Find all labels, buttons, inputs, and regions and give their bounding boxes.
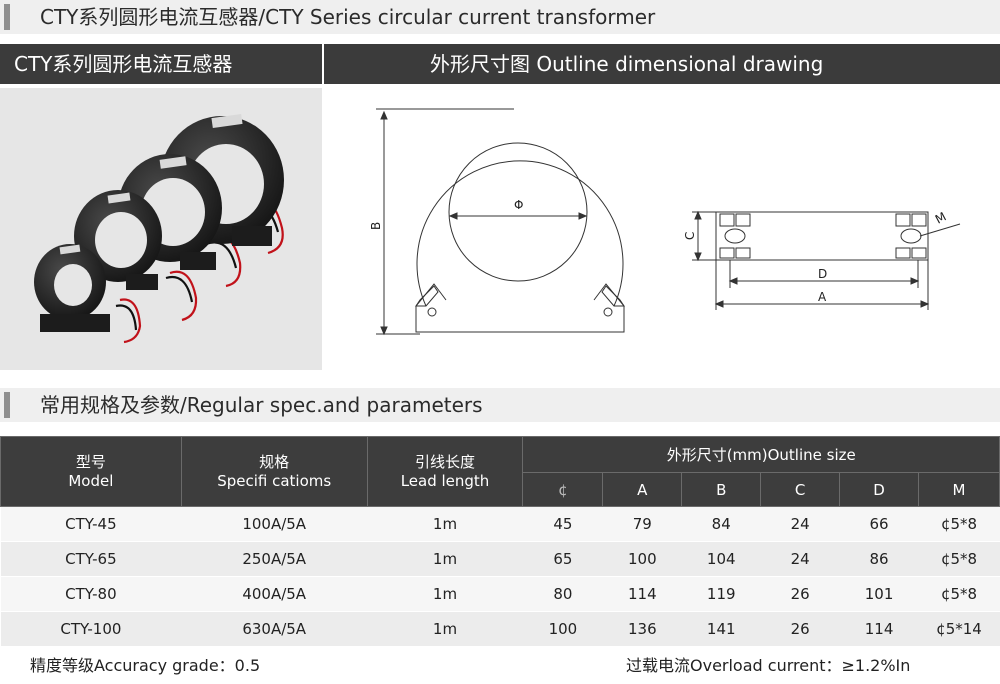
overload-current-note: 过载电流Overload current：≥1.2%In xyxy=(626,656,911,675)
cell-lead: 1m xyxy=(367,506,523,542)
cell-lead: 1m xyxy=(367,611,523,647)
cell-phi: 100 xyxy=(522,611,603,647)
cell-c: 26 xyxy=(760,611,840,647)
dimension-drawing: Φ B C D A M xyxy=(324,88,1000,370)
cell-a: 136 xyxy=(602,611,682,647)
dim-label-c: C xyxy=(683,232,697,240)
table-row: CTY-45 100A/5A 1m 45 79 84 24 66 ¢5*8 xyxy=(0,506,1000,542)
title-accent xyxy=(4,4,10,30)
inner-ring-outline xyxy=(448,142,588,282)
cell-model: CTY-65 xyxy=(0,541,182,577)
header-c: C xyxy=(760,472,841,507)
cell-m: ¢5*8 xyxy=(918,506,1000,542)
header-outline-size: 外形尺寸(mm)Outline size xyxy=(522,436,1000,473)
cell-c: 24 xyxy=(760,541,840,577)
header-model: 型号 Model xyxy=(0,436,182,507)
header-spec-en: Specifi catioms xyxy=(217,471,332,490)
table-row: CTY-80 400A/5A 1m 80 114 119 26 101 ¢5*8 xyxy=(0,576,1000,612)
header-a: A xyxy=(602,472,683,507)
header-b: B xyxy=(681,472,762,507)
header-m: M xyxy=(918,472,1000,507)
cell-b: 104 xyxy=(681,541,761,577)
cell-b: 84 xyxy=(681,506,761,542)
dim-label-a: A xyxy=(818,290,827,304)
table-row: CTY-100 630A/5A 1m 100 136 141 26 114 ¢5… xyxy=(0,611,1000,647)
header-lead-en: Lead length xyxy=(400,471,490,490)
cell-spec: 630A/5A xyxy=(181,611,368,647)
product-panel-header: CTY系列圆形电流互感器 xyxy=(0,44,322,84)
page-title: CTY系列圆形电流互感器/CTY Series circular current… xyxy=(40,5,656,29)
cell-spec: 400A/5A xyxy=(181,576,368,612)
params-accent xyxy=(4,392,10,418)
cell-c: 24 xyxy=(760,506,840,542)
header-lead-cn: 引线长度 xyxy=(415,452,476,471)
cell-spec: 250A/5A xyxy=(181,541,368,577)
params-title-bar: 常用规格及参数/Regular spec.and parameters xyxy=(0,388,1000,422)
cell-a: 100 xyxy=(602,541,682,577)
header-spec-cn: 规格 xyxy=(259,452,290,471)
cell-lead: 1m xyxy=(367,541,523,577)
cell-b: 141 xyxy=(681,611,761,647)
spec-table: 型号 Model 规格 Specifi catioms 引线长度 Lead le… xyxy=(0,436,1000,647)
cell-d: 66 xyxy=(839,506,919,542)
accuracy-grade-note: 精度等级Accuracy grade：0.5 xyxy=(30,656,261,675)
cell-m: ¢5*8 xyxy=(918,541,1000,577)
cell-m: ¢5*8 xyxy=(918,576,1000,612)
product-photo xyxy=(0,88,322,370)
params-title: 常用规格及参数/Regular spec.and parameters xyxy=(40,393,483,417)
header-d: D xyxy=(839,472,920,507)
cell-b: 119 xyxy=(681,576,761,612)
header-model-cn: 型号 xyxy=(75,452,106,471)
dim-label-phi: Φ xyxy=(514,198,523,212)
ct-ring-1 xyxy=(34,244,110,332)
header-lead: 引线长度 Lead length xyxy=(366,436,524,507)
cell-m: ¢5*14 xyxy=(918,611,1000,647)
cell-model: CTY-100 xyxy=(0,611,182,647)
top-title-bar: CTY系列圆形电流互感器/CTY Series circular current… xyxy=(0,0,1000,34)
cell-model: CTY-45 xyxy=(0,506,182,542)
cell-lead: 1m xyxy=(367,576,523,612)
table-row: CTY-65 250A/5A 1m 65 100 104 24 86 ¢5*8 xyxy=(0,541,1000,577)
current-transformers-illustration xyxy=(34,113,284,344)
cell-phi: 65 xyxy=(522,541,603,577)
mount-base xyxy=(415,306,625,333)
cell-phi: 80 xyxy=(522,576,603,612)
side-view-body xyxy=(715,211,929,261)
header-phi: ¢ xyxy=(522,472,604,507)
cell-phi: 45 xyxy=(522,506,603,542)
cell-d: 114 xyxy=(839,611,919,647)
cell-c: 26 xyxy=(760,576,840,612)
outline-drawing-svg: Φ B C D A M xyxy=(369,108,961,336)
cell-d: 86 xyxy=(839,541,919,577)
outer-ring-outline xyxy=(416,160,624,307)
cell-a: 114 xyxy=(602,576,682,612)
dim-label-b: B xyxy=(369,222,383,230)
header-spec: 规格 Specifi catioms xyxy=(180,436,368,507)
header-model-en: Model xyxy=(68,471,114,490)
cell-d: 101 xyxy=(839,576,919,612)
drawing-panel-header: 外形尺寸图 Outline dimensional drawing xyxy=(324,44,1000,84)
cell-spec: 100A/5A xyxy=(181,506,368,542)
dim-label-m: M xyxy=(933,209,949,226)
dim-label-d: D xyxy=(818,267,827,281)
cell-model: CTY-80 xyxy=(0,576,182,612)
cell-a: 79 xyxy=(602,506,682,542)
